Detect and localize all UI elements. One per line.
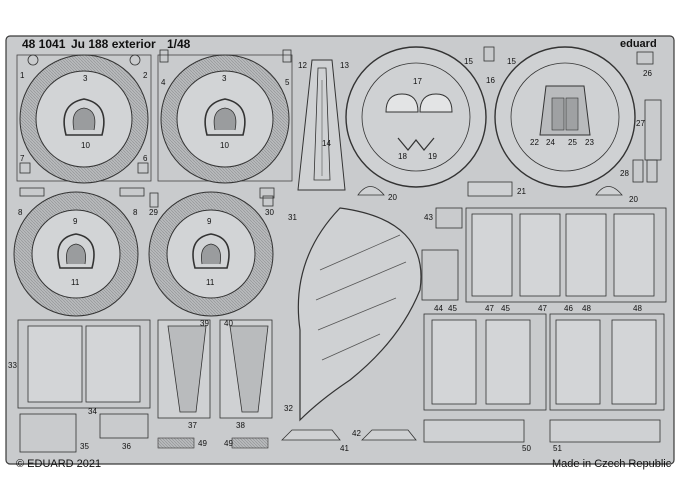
part-label: 37 [188,421,197,430]
part-label: 45 [501,304,510,313]
origin-text: Made in Czech Republic [552,458,672,470]
wheel-well-part-3-left [16,54,152,184]
part-label: 10 [220,141,229,150]
part-label: 49 [198,439,207,448]
part-label: 17 [413,77,422,86]
grille-49 [157,437,269,449]
part-label: 24 [546,138,555,147]
bracket-20-left [357,181,623,197]
part-label: 6 [143,154,148,163]
parts-41-42 [281,429,417,441]
gear-struts-37-40 [157,319,273,419]
scale-label: 1/48 [167,37,191,51]
part-label: 30 [265,208,274,217]
part-43 [435,207,463,229]
strip-parts-12-13-14 [297,59,346,191]
part-label: 25 [568,138,577,147]
part-label: 1 [20,71,25,80]
cockpit-disc-17 [345,46,487,188]
part-label: 36 [122,442,131,451]
part-label: 23 [585,138,594,147]
small-parts-top-left [19,49,292,199]
part-label: 48 [582,304,591,313]
part-label: 35 [80,442,89,451]
part-label: 26 [643,69,652,78]
door-panels-47-48 [465,207,667,303]
part-label: 11 [206,278,215,287]
part-label: 15 [464,57,473,66]
part-label: 7 [20,154,25,163]
part-label: 34 [88,407,97,416]
cockpit-disc-22 [494,46,636,188]
part-label: 29 [149,208,158,217]
panels-45-46 [423,313,665,411]
part-label: 9 [73,217,78,226]
parts-50-51 [423,419,661,443]
part-label: 50 [522,444,531,453]
small-parts-top-right [483,46,662,183]
part-label: 33 [8,361,17,370]
part-label: 32 [284,404,293,413]
part-label: 20 [629,195,638,204]
part-label: 28 [620,169,629,178]
part-label: 8 [133,208,138,217]
part-label: 3 [83,74,88,83]
part-label: 18 [398,152,407,161]
part-label: 19 [428,152,437,161]
part-label: 46 [564,304,573,313]
product-title: Ju 188 exterior [71,37,156,51]
part-label: 5 [285,78,290,87]
part-label: 31 [288,213,297,222]
part-label: 15 [507,57,516,66]
part-label: 47 [485,304,494,313]
part-label: 16 [486,76,495,85]
part-label: 8 [18,208,23,217]
part-label: 2 [143,71,148,80]
part-label: 41 [340,444,349,453]
part-label: 47 [538,304,547,313]
part-label: 13 [340,61,349,70]
part-label: 21 [517,187,526,196]
part-label: 3 [222,74,227,83]
part-label: 22 [530,138,539,147]
part-label: 38 [236,421,245,430]
brand-logo: eduard [620,38,657,50]
part-label: 14 [322,139,331,148]
part-label: 51 [553,444,562,453]
panel-33 [17,319,151,409]
part-label: 43 [424,213,433,222]
set-number: 48 1041 [22,37,66,51]
part-label: 11 [71,278,80,287]
part-label: 40 [224,319,233,328]
part-label: 9 [207,217,212,226]
part-label: 12 [298,61,307,70]
part-label: 45 [448,304,457,313]
part-label: 4 [161,78,166,87]
wheel-well-part-9-right [148,191,274,317]
part-label: 20 [388,193,397,202]
part-label: 39 [200,319,209,328]
flap-part-31 [297,207,422,422]
part-label: 48 [633,304,642,313]
wheel-well-part-3-right [157,54,293,184]
part-label: 10 [81,141,90,150]
part-label: 44 [434,304,443,313]
part-label: 49 [224,439,233,448]
parts-35-36 [19,413,149,453]
wheel-well-part-9-left [13,191,139,317]
copyright-text: © EDUARD 2021 [16,458,102,470]
part-44 [421,249,459,301]
part-label: 27 [636,119,645,128]
small-parts-29-30 [149,192,274,208]
part-label: 42 [352,429,361,438]
